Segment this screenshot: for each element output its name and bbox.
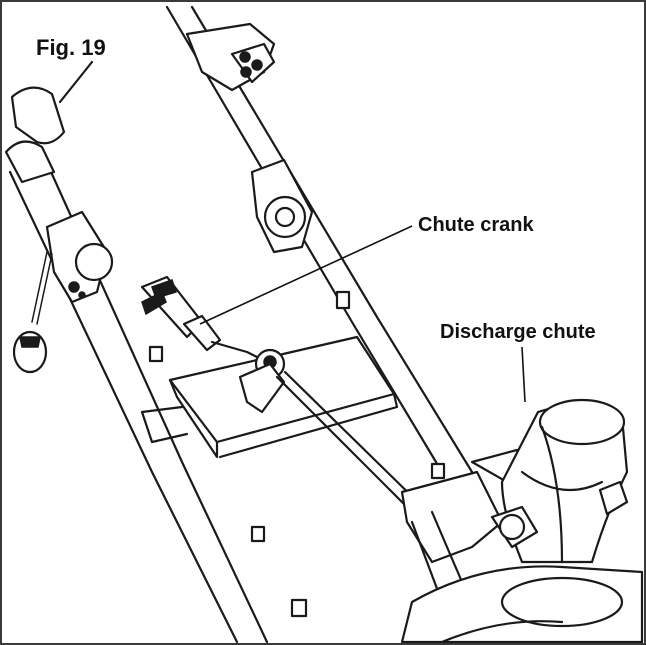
right-handle-tube [165, 5, 474, 474]
discharge-chute [490, 398, 629, 564]
base-housing [400, 565, 644, 643]
chute-crank-label: Chute crank [418, 214, 534, 236]
chute-crank [140, 275, 432, 524]
handle-crossbar [140, 335, 399, 459]
chute-crank-leader [199, 225, 413, 325]
discharge-chute-leader [521, 346, 526, 403]
switch-box [185, 22, 276, 92]
tube-fasteners [148, 290, 446, 618]
figure-title: Fig. 19 [36, 35, 106, 60]
left-handle-knob [45, 210, 114, 304]
right-handle-knob [250, 158, 314, 254]
power-cord [12, 251, 53, 374]
discharge-chute-label: Discharge chute [440, 321, 596, 343]
